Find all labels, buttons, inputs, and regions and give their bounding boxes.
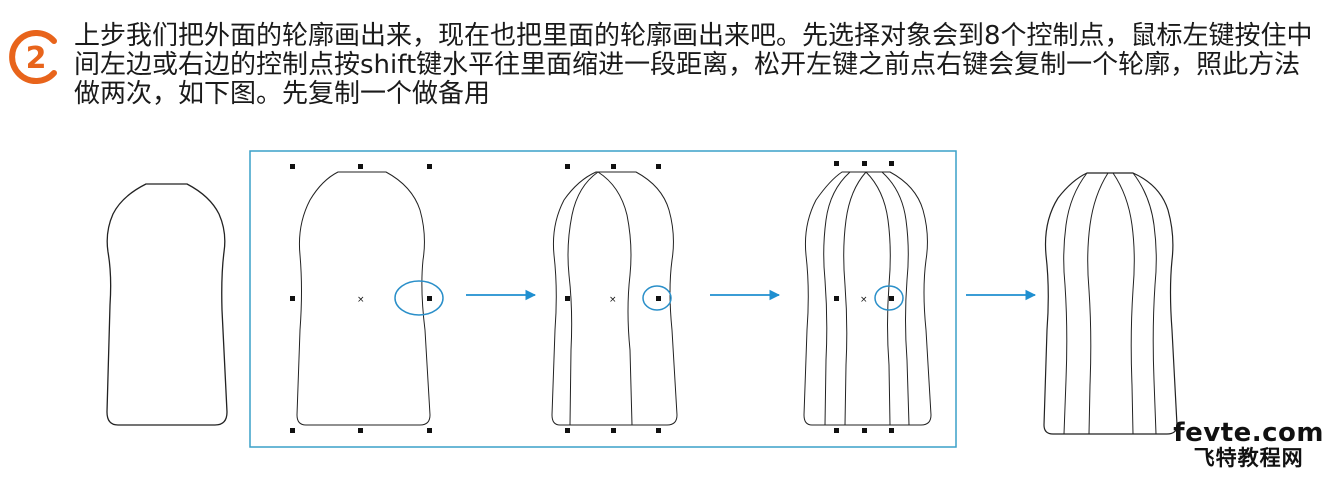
svg-text:×: × xyxy=(860,295,868,305)
selected-outline: × xyxy=(290,164,444,433)
step-number: 2 xyxy=(26,41,47,76)
original-outline xyxy=(106,183,228,426)
site-watermark: fevte.com 飞特教程网 xyxy=(1173,420,1324,470)
step-number-badge: 2 xyxy=(9,30,57,84)
final-result xyxy=(1043,172,1178,435)
second-inner-copy: × xyxy=(803,161,932,433)
svg-text:×: × xyxy=(609,295,617,305)
figure-frame xyxy=(249,150,957,448)
instruction-text: 上步我们把外面的轮廓画出来，现在也把里面的轮廓画出来吧。先选择对象会到8个控制点… xyxy=(74,21,1313,109)
badge-ring-icon xyxy=(9,30,57,84)
first-inner-copy: × xyxy=(551,164,678,433)
watermark-site-name: 飞特教程网 xyxy=(1193,446,1304,470)
svg-text:×: × xyxy=(357,295,365,305)
control-point-highlight xyxy=(394,280,444,316)
control-point-highlight xyxy=(642,285,672,311)
control-point-highlight xyxy=(874,285,904,311)
watermark-domain: fevte.com xyxy=(1173,418,1324,448)
